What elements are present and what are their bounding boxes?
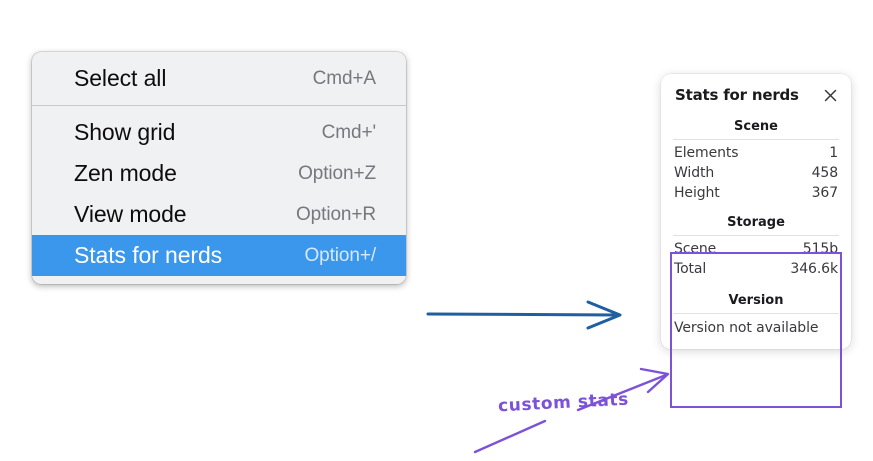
menu-item-shortcut: Option+Z [298,162,376,184]
stats-section-storage: Storage Scene 515b Total 346.6k [661,213,851,279]
menu-item-label: Show grid [74,119,176,145]
menu-item-label: View mode [74,201,187,227]
stats-row-key: Total [674,261,707,277]
stats-row-value: 346.6k [790,261,838,277]
purple-underline-stroke [473,419,547,454]
menu-item-stats-for-nerds[interactable]: Stats for nerds Option+/ [32,235,406,276]
stats-section-scene: Scene Elements 1 Width 458 Height 367 [661,117,851,203]
stats-row-height: Height 367 [661,183,851,203]
menu-item-shortcut: Option+/ [304,244,376,266]
menu-item-show-grid[interactable]: Show grid Cmd+' [32,112,406,153]
section-divider [673,235,839,236]
stats-section-version: Version Version not available [661,291,851,337]
menu-item-select-all[interactable]: Select all Cmd+A [32,58,406,99]
section-divider [673,313,839,314]
section-title: Storage [727,215,785,230]
menu-group-secondary: Show grid Cmd+' Zen mode Option+Z View m… [32,106,406,276]
stats-row-value: 367 [811,185,839,201]
menu-group-primary: Select all Cmd+A [32,58,406,105]
stats-row-key: Elements [674,145,739,161]
menu-separator [32,105,406,106]
section-title: Scene [734,119,778,134]
menu-item-label: Stats for nerds [74,242,223,268]
stats-row-width: Width 458 [661,163,851,183]
menu-item-label: Select all [74,65,167,91]
stats-row-version-value: Version not available [674,320,819,336]
stats-row-storage-total: Total 346.6k [661,259,851,279]
menu-item-shortcut: Cmd+A [312,67,376,89]
stats-row-value: 515b [802,241,838,257]
menu-item-shortcut: Option+R [296,203,376,225]
menu-item-zen-mode[interactable]: Zen mode Option+Z [32,153,406,194]
menu-item-shortcut: Cmd+' [321,121,376,143]
stats-row-key: Scene [674,241,717,257]
section-title: Version [728,293,784,308]
stats-row-storage-scene: Scene 515b [661,239,851,259]
menu-item-view-mode[interactable]: View mode Option+R [32,194,406,235]
section-divider [673,139,839,140]
stats-row-value: 1 [829,145,838,161]
stats-row-value: 458 [811,165,839,181]
menu-item-label: Zen mode [74,160,177,186]
stats-row-key: Width [674,165,715,181]
context-menu[interactable]: Select all Cmd+A Show grid Cmd+' Zen mod… [32,52,406,284]
blue-arrow-icon [426,300,622,330]
close-icon[interactable] [821,86,839,104]
stats-panel: Stats for nerds Scene Elements 1 Width 4… [661,74,851,349]
annotation-label: custom stats [497,389,630,417]
stats-panel-title: Stats for nerds [675,86,799,104]
stats-row-elements: Elements 1 [661,143,851,163]
stats-row-key: Height [674,185,720,201]
stats-panel-header: Stats for nerds [661,86,851,104]
